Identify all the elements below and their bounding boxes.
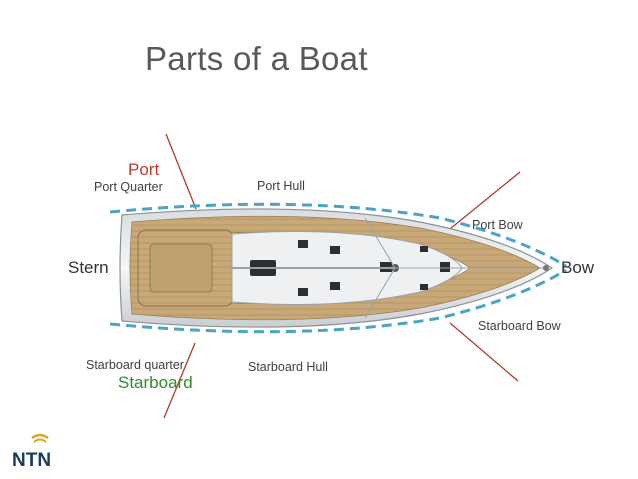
svg-text:NTN: NTN [12,450,51,471]
bow-label: Bow [561,259,594,276]
port-quarter-pointer [166,134,196,209]
starboard-label: Starboard [118,374,193,391]
stern-label: Stern [68,259,109,276]
port-quarter-label: Port Quarter [94,181,163,194]
starboard-bow-label: Starboard Bow [478,320,561,333]
port-bow-label: Port Bow [472,219,523,232]
starboard-hull-label: Starboard Hull [248,361,328,374]
port-label: Port [128,161,159,178]
ntn-logo: NTN [10,432,70,472]
page-title: Parts of a Boat [145,40,368,78]
starboard-quarter-label: Starboard quarter [86,359,184,372]
port-hull-label: Port Hull [257,180,305,193]
